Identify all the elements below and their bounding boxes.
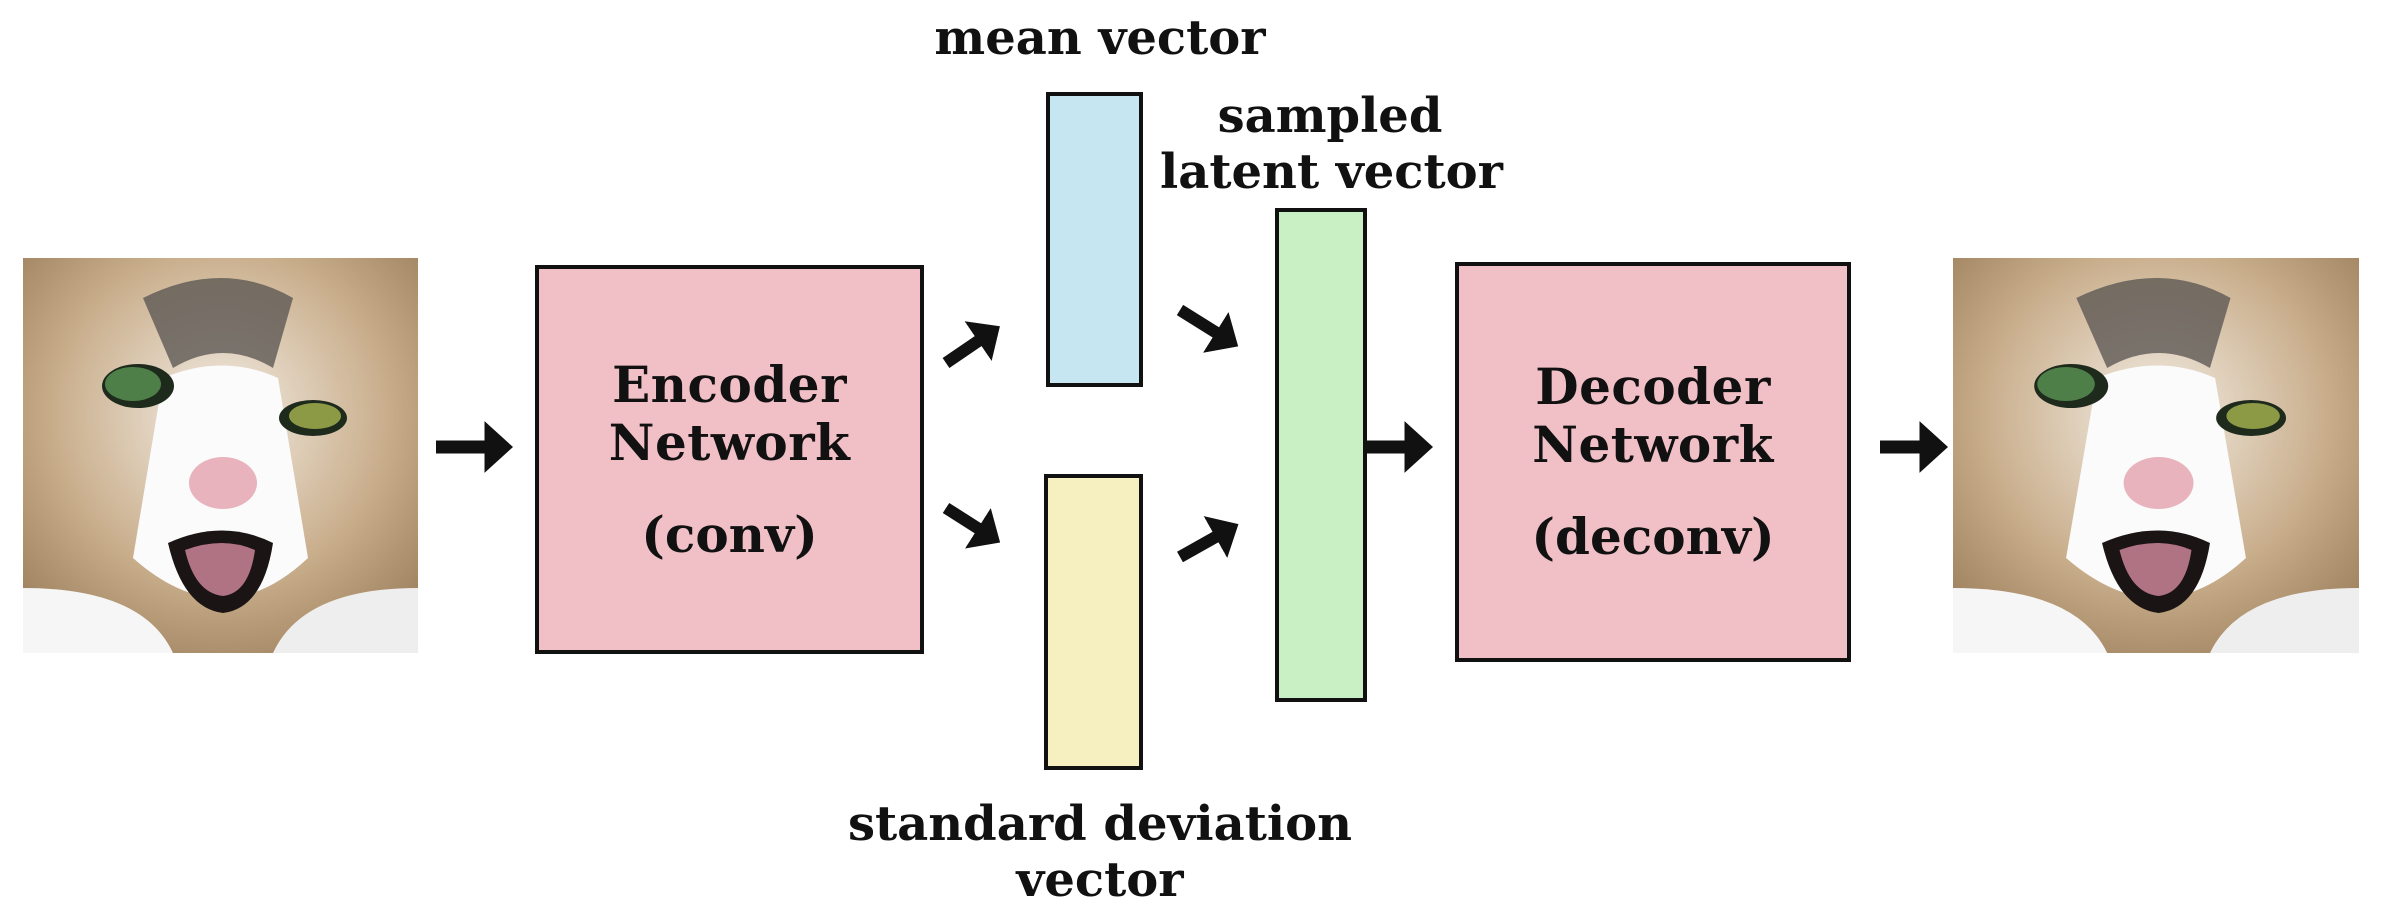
cat-face-illustration bbox=[1953, 258, 2359, 653]
decoder-network-box: Decoder Network (deconv) bbox=[1455, 262, 1851, 662]
mean-vector-box bbox=[1046, 92, 1143, 387]
latent-vector-label-line2: latent vector bbox=[1160, 144, 1503, 200]
std-vector-box bbox=[1044, 474, 1143, 770]
std-vector-label-line1: standard deviation bbox=[847, 796, 1353, 852]
std-vector-label-line2: vector bbox=[1016, 852, 1184, 908]
arrow-std-to-latent bbox=[1177, 516, 1239, 563]
encoder-network-box: Encoder Network (conv) bbox=[535, 265, 924, 654]
decoder-subtitle: (deconv) bbox=[1531, 507, 1775, 566]
cat-face-illustration bbox=[23, 258, 418, 653]
arrow-encoder-to-mean bbox=[942, 321, 1000, 368]
input-cat-image bbox=[23, 258, 418, 653]
latent-vector-box bbox=[1275, 208, 1367, 702]
mean-vector-label: mean vector bbox=[934, 10, 1266, 66]
std-vector-label: standard deviation vector bbox=[830, 796, 1370, 908]
output-cat-image bbox=[1953, 258, 2359, 653]
encoder-title-line1: Encoder bbox=[612, 354, 847, 414]
encoder-title-line2: Network bbox=[608, 412, 851, 472]
arrow-encoder-to-std bbox=[942, 502, 1001, 549]
decoder-title-line2: Network bbox=[1532, 415, 1774, 474]
latent-vector-label: sampled latent vector bbox=[1160, 88, 1503, 200]
latent-vector-label-line1: sampled bbox=[1217, 88, 1443, 144]
arrow-mean-to-latent bbox=[1176, 304, 1239, 353]
decoder-title-line1: Decoder bbox=[1535, 357, 1771, 416]
encoder-subtitle: (conv) bbox=[641, 504, 818, 564]
